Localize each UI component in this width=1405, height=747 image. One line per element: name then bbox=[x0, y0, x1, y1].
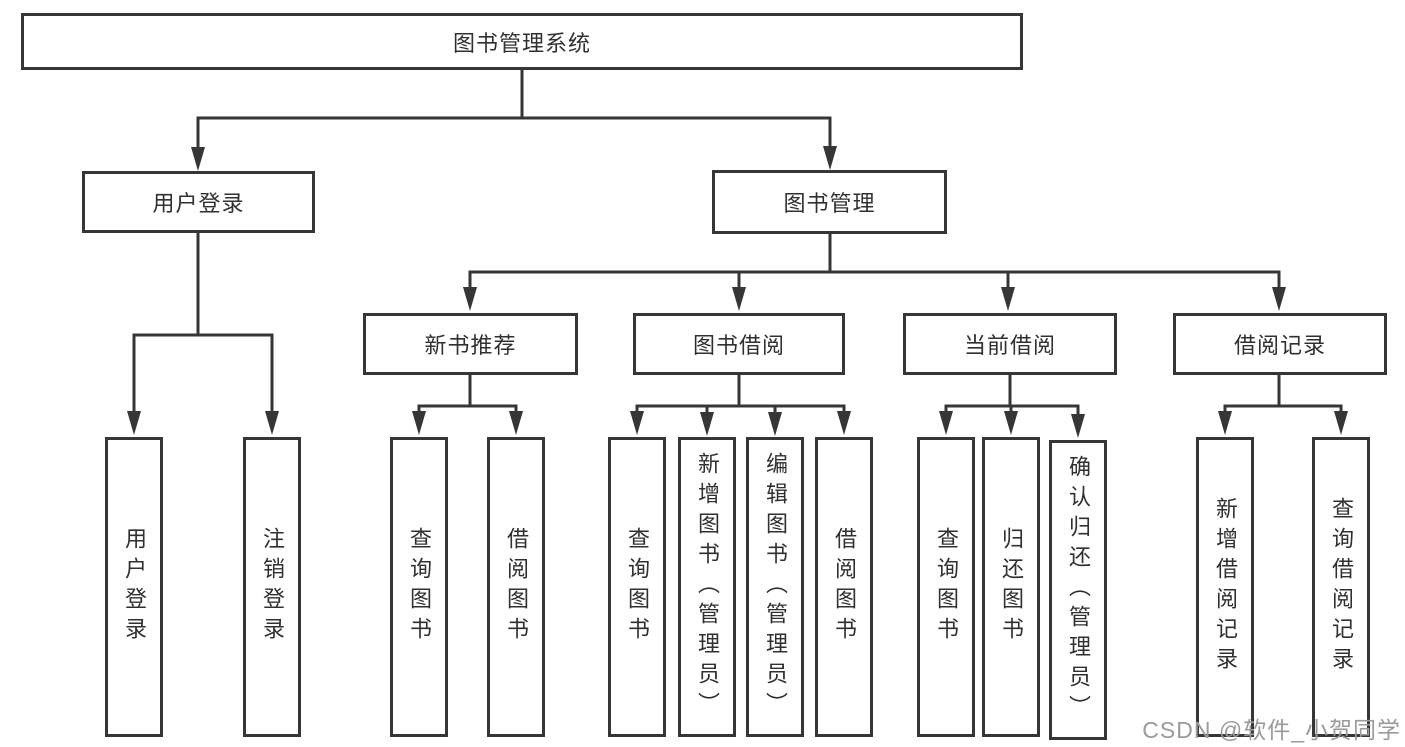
leaf-borrow-query-books: 查询图书 bbox=[608, 437, 666, 737]
arrow-down-icon bbox=[412, 411, 426, 435]
node-user-login: 用户登录 bbox=[82, 171, 315, 233]
arrow-down-icon bbox=[700, 412, 714, 436]
node-book-borrow: 图书借阅 bbox=[633, 313, 845, 375]
node-user-login-label: 用户登录 bbox=[152, 191, 245, 216]
leaf-user-logout-label: 注销登录 bbox=[260, 527, 285, 647]
arrow-down-icon bbox=[1334, 411, 1348, 435]
leaf-recommend-borrow-books: 借阅图书 bbox=[487, 437, 545, 737]
arrow-down-icon bbox=[1218, 411, 1232, 435]
leaf-records-add-record-label: 新增借阅记录 bbox=[1213, 497, 1238, 677]
leaf-records-query-record: 查询借阅记录 bbox=[1312, 437, 1370, 737]
arrow-down-icon bbox=[265, 411, 279, 435]
leaf-recommend-query-books-label: 查询图书 bbox=[407, 527, 432, 647]
arrow-down-icon bbox=[732, 287, 746, 311]
node-current-borrow: 当前借阅 bbox=[903, 313, 1117, 375]
leaf-recommend-query-books: 查询图书 bbox=[390, 437, 448, 737]
leaf-current-query-books-label: 查询图书 bbox=[934, 527, 959, 647]
csdn-watermark: CSDN @软件_小贺同学 bbox=[1142, 717, 1401, 743]
leaf-borrow-edit-books-admin-label: 编辑图书（管理员） bbox=[763, 452, 788, 722]
leaf-borrow-edit-books-admin: 编辑图书（管理员） bbox=[746, 437, 804, 737]
leaf-borrow-add-books-admin: 新增图书（管理员） bbox=[678, 437, 736, 737]
leaf-user-login-label: 用户登录 bbox=[122, 527, 147, 647]
leaf-current-confirm-return-admin-label: 确认归还（管理员） bbox=[1066, 455, 1091, 725]
node-root-label: 图书管理系统 bbox=[452, 30, 591, 56]
leaf-current-confirm-return-admin: 确认归还（管理员） bbox=[1049, 440, 1107, 740]
leaf-records-query-record-label: 查询借阅记录 bbox=[1329, 497, 1354, 677]
node-book-borrow-label: 图书借阅 bbox=[692, 333, 785, 358]
leaf-user-logout: 注销登录 bbox=[243, 437, 301, 737]
leaf-borrow-add-books-admin-label: 新增图书（管理员） bbox=[695, 452, 720, 722]
arrow-down-icon bbox=[1272, 287, 1286, 311]
leaf-borrow-borrow-books: 借阅图书 bbox=[815, 437, 873, 737]
arrow-down-icon bbox=[1071, 414, 1085, 438]
arrow-down-icon bbox=[191, 147, 205, 171]
node-new-book-recommend-label: 新书推荐 bbox=[424, 333, 517, 358]
arrow-down-icon bbox=[837, 411, 851, 435]
node-current-borrow-label: 当前借阅 bbox=[963, 333, 1056, 358]
leaf-borrow-borrow-books-label: 借阅图书 bbox=[832, 527, 857, 647]
arrow-down-icon bbox=[768, 412, 782, 436]
leaf-current-return-books: 归还图书 bbox=[982, 437, 1040, 737]
leaf-recommend-borrow-books-label: 借阅图书 bbox=[504, 527, 529, 647]
node-borrow-records-label: 借阅记录 bbox=[1233, 333, 1326, 358]
arrow-down-icon bbox=[1004, 411, 1018, 435]
node-book-management: 图书管理 bbox=[712, 170, 947, 234]
leaf-user-login: 用户登录 bbox=[105, 437, 163, 737]
arrow-down-icon bbox=[630, 411, 644, 435]
node-borrow-records: 借阅记录 bbox=[1173, 313, 1387, 375]
leaf-current-return-books-label: 归还图书 bbox=[999, 527, 1024, 647]
leaf-current-query-books: 查询图书 bbox=[917, 437, 975, 737]
leaf-borrow-query-books-label: 查询图书 bbox=[625, 527, 650, 647]
arrow-down-icon bbox=[509, 411, 523, 435]
arrow-down-icon bbox=[939, 411, 953, 435]
node-new-book-recommend: 新书推荐 bbox=[363, 313, 578, 375]
node-root: 图书管理系统 bbox=[21, 13, 1023, 70]
node-book-management-label: 图书管理 bbox=[783, 191, 876, 216]
arrow-down-icon bbox=[1001, 287, 1015, 311]
arrow-down-icon bbox=[127, 411, 141, 435]
arrow-down-icon bbox=[823, 146, 837, 170]
arrow-down-icon bbox=[463, 287, 477, 311]
leaf-records-add-record: 新增借阅记录 bbox=[1196, 437, 1254, 737]
